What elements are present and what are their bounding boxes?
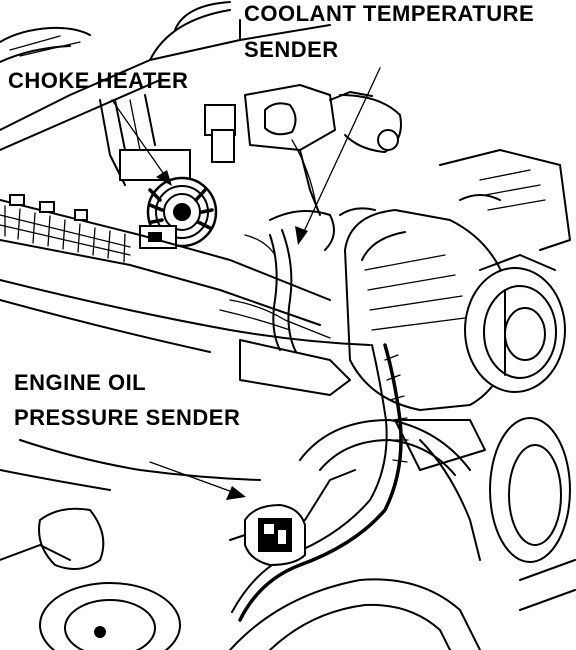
air-cleaner-outline bbox=[0, 1, 331, 151]
bottom-pulleys bbox=[39, 559, 576, 650]
coolant-label-line1: COOLANT TEMPERATURE bbox=[244, 1, 535, 26]
oil-pressure-harness bbox=[231, 343, 409, 622]
choke-heater-pointer bbox=[111, 99, 172, 186]
oil-pressure-sender bbox=[229, 503, 306, 567]
wiring-harness bbox=[219, 207, 376, 396]
alternator bbox=[344, 149, 571, 471]
intake-rail bbox=[0, 194, 371, 353]
oil-label-line1: ENGINE OIL bbox=[14, 370, 147, 395]
engine-oil-pressure-sender-label: ENGINE OIL PRESSURE SENDER bbox=[14, 372, 240, 429]
choke-heater-label: CHOKE HEATER bbox=[8, 68, 189, 93]
alternator-pulley bbox=[464, 254, 566, 393]
coolant-temperature-sender-label: COOLANT TEMPERATURE SENDER bbox=[244, 3, 534, 61]
coolant-label-line2: SENDER bbox=[244, 37, 339, 62]
choke-heater-assembly bbox=[99, 94, 218, 249]
oil-label-line2: PRESSURE SENDER bbox=[14, 405, 241, 430]
coolant-sender-pointer bbox=[295, 67, 381, 245]
lower-engine bbox=[0, 417, 571, 570]
thermostat-housing bbox=[204, 84, 402, 216]
oil-sender-pointer bbox=[149, 461, 246, 500]
